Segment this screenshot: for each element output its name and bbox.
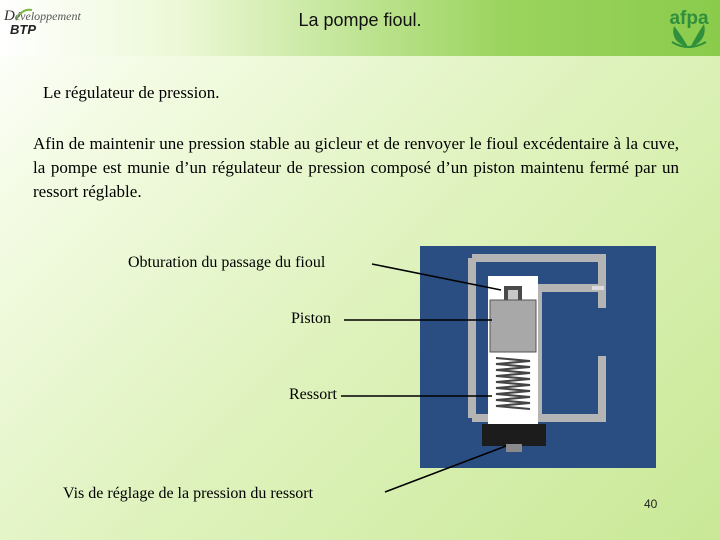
- afpa-logo: afpa: [660, 2, 718, 52]
- logo-left-line2: BTP: [10, 22, 36, 37]
- piston: [489, 299, 537, 353]
- obturation-valve: [508, 290, 518, 300]
- spring: [495, 357, 531, 410]
- body-paragraph: Afin de maintenir une pression stable au…: [33, 134, 679, 201]
- screw-head: [506, 444, 522, 452]
- label-obturation: Obturation du passage du fioul: [128, 254, 326, 271]
- pressure-regulator-diagram: [420, 246, 656, 468]
- label-vis-reglage: Vis de réglage de la pression du ressort: [63, 485, 314, 502]
- label-piston: Piston: [291, 310, 332, 327]
- logo-left-line1: Développement: [4, 8, 81, 24]
- adjusting-screw: [482, 424, 546, 446]
- slide-title: La pompe fioul.: [298, 10, 422, 30]
- label-ressort: Ressort: [289, 386, 337, 403]
- developpement-btp-logo: Développement BTP: [4, 8, 81, 42]
- header-band: [0, 0, 720, 56]
- page-number: 40: [644, 497, 658, 511]
- swoosh-icon: [15, 8, 33, 21]
- svg-text:afpa: afpa: [669, 8, 709, 29]
- section-subtitle: Le régulateur de pression.: [43, 83, 220, 102]
- afpa-leaf-icon: afpa: [669, 8, 709, 48]
